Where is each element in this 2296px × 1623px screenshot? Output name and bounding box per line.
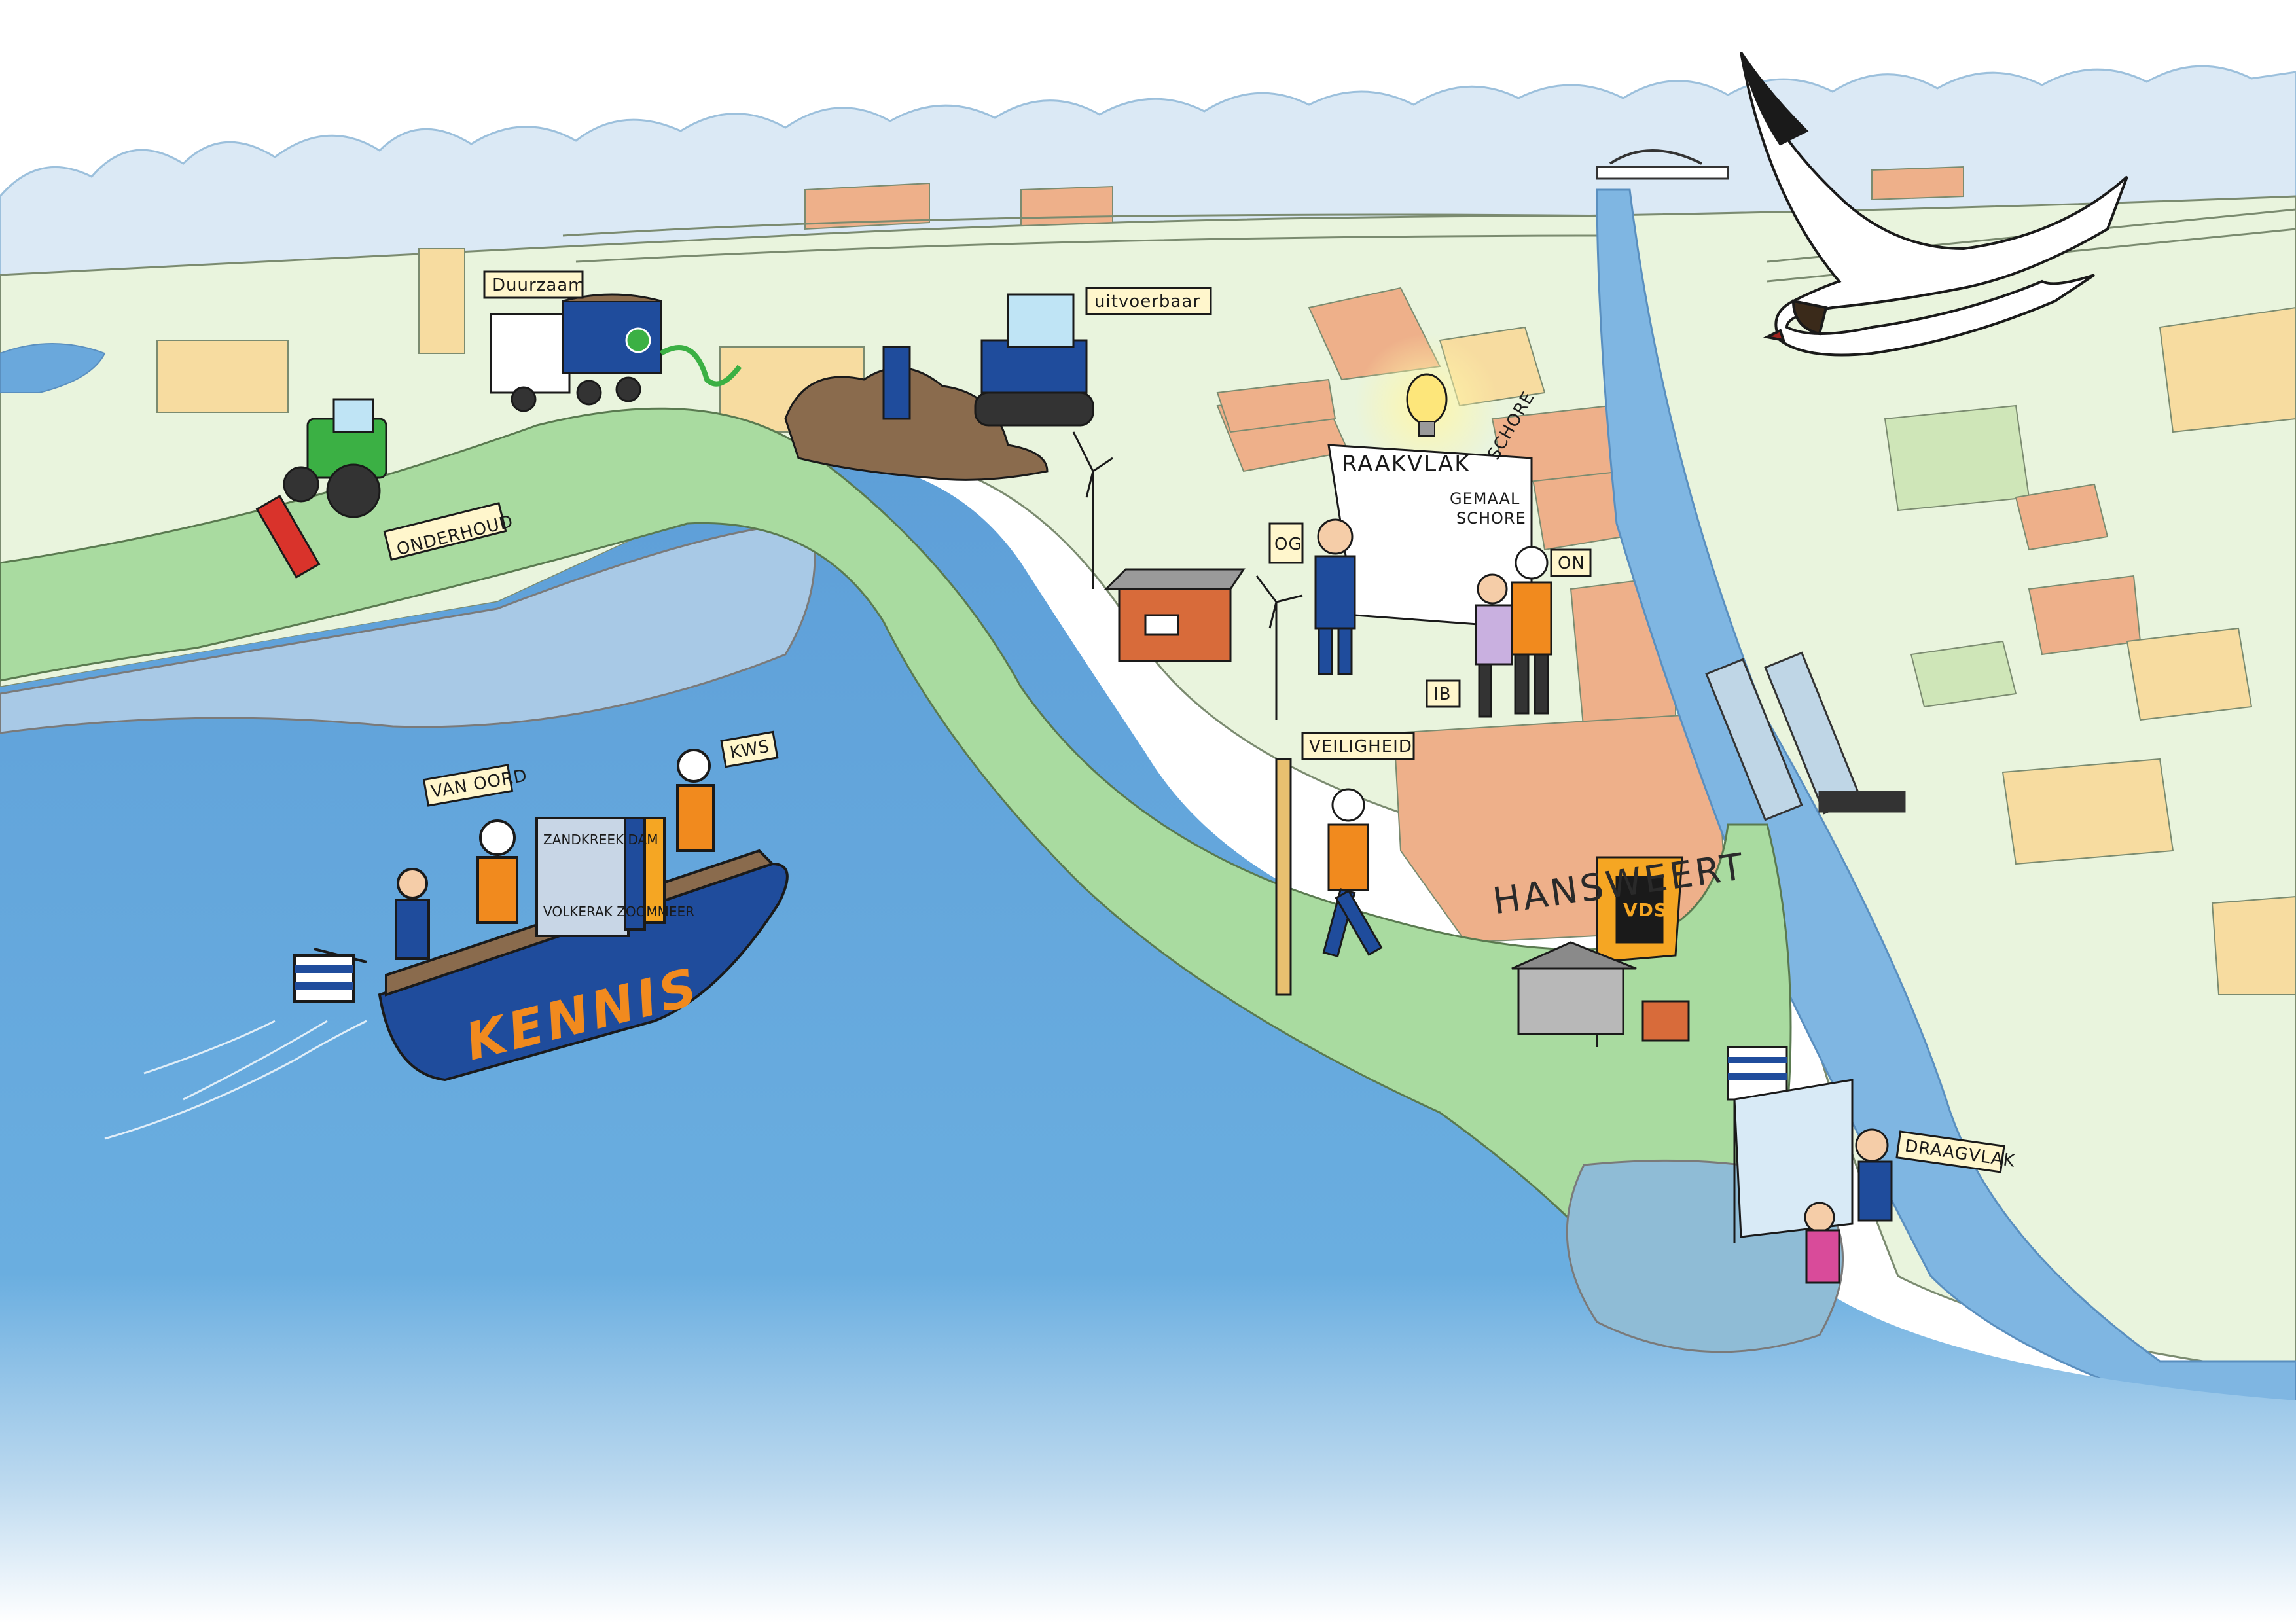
draagvlak-scene — [1727, 1046, 1893, 1284]
vds-flag: VDS — [1596, 856, 1683, 1047]
tag-ib: IB — [1426, 679, 1461, 708]
lake — [0, 343, 106, 394]
tag-duurzaam: Duurzaam — [483, 270, 586, 299]
label-duurzaam: Duurzaam — [492, 276, 586, 295]
label-veiligheid: VEILIGHEID — [1309, 737, 1412, 757]
lightbulb-icon — [1355, 334, 1499, 478]
label-og: OG — [1274, 535, 1302, 554]
tag-kws: KWS — [720, 730, 779, 768]
dike-buildings — [1511, 941, 1690, 1042]
tractor-icon — [255, 398, 387, 579]
label-on: ON — [1558, 554, 1585, 573]
label-gemaal-schore: SCHORE — [1456, 509, 1526, 527]
safety-worker — [1275, 758, 1383, 996]
worker-ib — [1475, 573, 1513, 718]
canal-bridge — [1596, 149, 1729, 180]
tag-veiligheid: VEILIGHEID — [1301, 732, 1415, 760]
boat-wake — [104, 1020, 367, 1140]
canal-locks — [1705, 651, 1906, 821]
book-zandkreek: ZANDKREEK DAM — [543, 832, 658, 847]
presenter — [1314, 518, 1356, 675]
label-raakvlak: RAAKVLAK — [1342, 451, 1471, 477]
worker-on — [1511, 546, 1552, 715]
tag-og: OG — [1268, 522, 1304, 564]
tag-on: ON — [1550, 548, 1592, 577]
pumping-station — [1103, 568, 1246, 662]
vds-logo-text: VDS — [1623, 899, 1668, 921]
windmill-icon — [1255, 575, 1303, 720]
label-ib: IB — [1433, 685, 1452, 704]
bulldozer-icon — [784, 293, 1094, 481]
shallow-water — [0, 522, 816, 734]
windmill-icon — [1072, 431, 1113, 589]
label-uitvoerbaar: uitvoerbaar — [1094, 292, 1200, 312]
electric-truck-icon — [490, 293, 742, 412]
book-volkerak: VOLKERAK ZOOMMEER — [543, 904, 694, 919]
label-gemaal: GEMAAL — [1450, 490, 1520, 508]
tag-uitvoerbaar: uitvoerbaar — [1085, 287, 1212, 315]
seagull-icon — [1740, 51, 2128, 357]
